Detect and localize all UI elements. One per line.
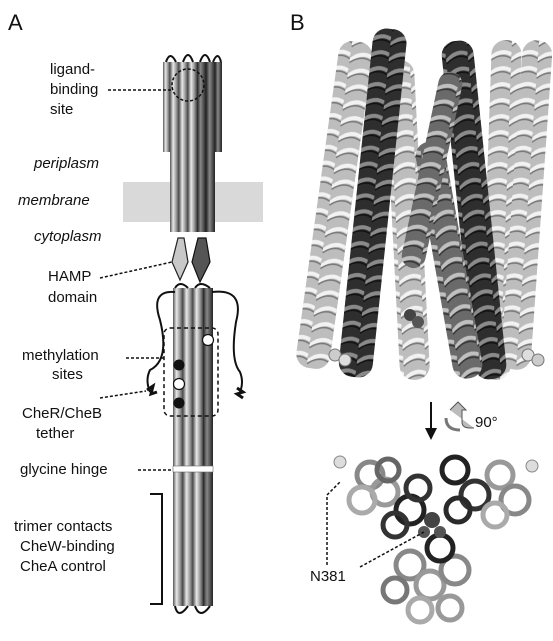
n381-label: N381 xyxy=(310,568,346,586)
panel-b-top-view xyxy=(349,457,529,622)
rotation-label: 90° xyxy=(475,414,498,432)
